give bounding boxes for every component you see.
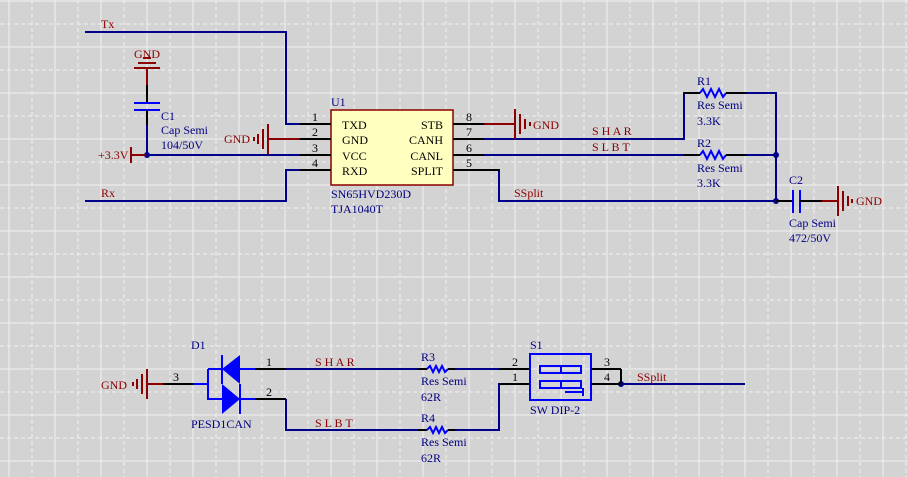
u1-pin-name: STB: [421, 118, 443, 132]
r1-value: 3.3K: [697, 114, 721, 128]
d1-pin-num: 1: [266, 355, 272, 369]
wire-r1-out[interactable]: [740, 92, 777, 201]
resistor-r3[interactable]: R3 Res Semi 62R: [418, 350, 467, 404]
u1-pin-name: TXD: [342, 118, 367, 132]
gnd-symbol-stb[interactable]: GND: [484, 109, 559, 139]
c1-comment: Cap Semi: [161, 123, 209, 137]
capacitor-c2[interactable]: C2 Cap Semi 472/50V: [776, 173, 837, 245]
c2-designator: C2: [789, 173, 803, 187]
u1-designator: U1: [331, 95, 346, 109]
gnd-label-d1: GND: [101, 378, 127, 392]
d1-pin-num: 3: [173, 370, 179, 384]
r1-comment: Res Semi: [697, 98, 743, 112]
c1-designator: C1: [161, 109, 175, 123]
junction: [773, 152, 779, 158]
net-label-shar-bottom: S H A R: [315, 355, 355, 369]
r3-comment: Res Semi: [421, 374, 467, 388]
u1-pin-num: 1: [312, 110, 318, 124]
u1-part-number: SN65HVD230D: [331, 187, 411, 201]
r3-designator: R3: [421, 350, 435, 364]
u1-pin-name: RXD: [342, 164, 368, 178]
diode-upper-icon: [222, 355, 240, 384]
u1-pin-num: 7: [466, 125, 472, 139]
resistor-r2[interactable]: R2 Res Semi 3.3K: [684, 136, 746, 190]
c2-value: 472/50V: [789, 231, 831, 245]
net-label-rx: Rx: [101, 186, 115, 200]
s1-pin-num: 2: [512, 355, 518, 369]
net-label-slbt-top: S L B T: [592, 140, 630, 154]
tvs-diode-d1[interactable]: 3 1 2 D1 PESD1CAN: [163, 338, 286, 431]
u1-pin-name: VCC: [342, 149, 367, 163]
r4-comment: Res Semi: [421, 435, 467, 449]
u1-pin-name: SPLIT: [411, 164, 444, 178]
s1-pin-num: 1: [512, 370, 518, 384]
capacitor-c1[interactable]: C1 Cap Semi 104/50V: [134, 68, 209, 152]
r2-value: 3.3K: [697, 176, 721, 190]
gnd-symbol-c1[interactable]: GND: [134, 47, 160, 69]
net-label-ssplit-top: SSplit: [514, 186, 544, 200]
junction: [144, 152, 150, 158]
vcc-label: +3.3V: [98, 148, 129, 162]
c2-comment: Cap Semi: [789, 216, 837, 230]
d1-designator: D1: [191, 338, 206, 352]
dip-switch-s1[interactable]: 2 1 3 4 S1 SW DIP-2: [499, 338, 622, 417]
gnd-symbol-d1[interactable]: GND: [101, 369, 163, 399]
u1-pin-num: 5: [466, 156, 472, 170]
resistor-r4[interactable]: R4 Res Semi 62R: [418, 411, 467, 465]
r1-designator: R1: [697, 74, 711, 88]
power-port-3v3[interactable]: +3.3V: [98, 147, 146, 163]
s1-body: [529, 353, 592, 401]
s1-pin-num: 3: [604, 355, 610, 369]
gnd-label-c2: GND: [856, 194, 882, 208]
r3-value: 62R: [421, 390, 441, 404]
wire-slbt-bottom[interactable]: [285, 399, 418, 431]
net-label-shar-top: S H A R: [592, 124, 632, 138]
gnd-symbol-c2[interactable]: GND: [822, 186, 882, 216]
ic-u1[interactable]: U1 1 2 3 4 TXD GND VCC RXD STB CANH CANL…: [300, 95, 499, 216]
s1-part: SW DIP-2: [530, 403, 580, 417]
r4-designator: R4: [421, 411, 435, 425]
s1-designator: S1: [530, 338, 543, 352]
s1-pin-num: 4: [604, 370, 610, 384]
d1-part: PESD1CAN: [191, 417, 252, 431]
net-label-tx: Tx: [101, 17, 114, 31]
u1-body: [330, 109, 454, 186]
u1-pin-num: 3: [312, 141, 318, 155]
r2-designator: R2: [697, 136, 711, 150]
u1-pin-name: CANH: [409, 133, 443, 147]
u1-pin-num: 2: [312, 125, 318, 139]
gnd-label-stb: GND: [533, 118, 559, 132]
u1-pin-num: 8: [466, 110, 472, 124]
wire-r4-s1[interactable]: [450, 383, 505, 431]
net-label-slbt-bottom: S L B T: [315, 416, 353, 430]
u1-part-alt: TJA1040T: [331, 202, 384, 216]
resistor-r1[interactable]: R1 Res Semi 3.3K: [684, 74, 746, 128]
diode-lower-icon: [222, 384, 240, 414]
net-label-ssplit-bottom: SSplit: [637, 370, 667, 384]
r2-comment: Res Semi: [697, 161, 743, 175]
gnd-label-u1: GND: [224, 132, 250, 146]
wire-rx[interactable]: [85, 169, 300, 202]
u1-pin-num: 4: [312, 156, 318, 170]
c1-value: 104/50V: [161, 138, 203, 152]
u1-pin-num: 6: [466, 141, 472, 155]
gnd-label-c1: GND: [134, 47, 160, 61]
u1-pin-name: GND: [342, 133, 368, 147]
u1-pin-name: CANL: [410, 149, 443, 163]
wire-tx[interactable]: [85, 31, 300, 125]
gnd-symbol-u1[interactable]: GND: [224, 124, 300, 154]
d1-pin-num: 2: [266, 385, 272, 399]
r4-value: 62R: [421, 451, 441, 465]
